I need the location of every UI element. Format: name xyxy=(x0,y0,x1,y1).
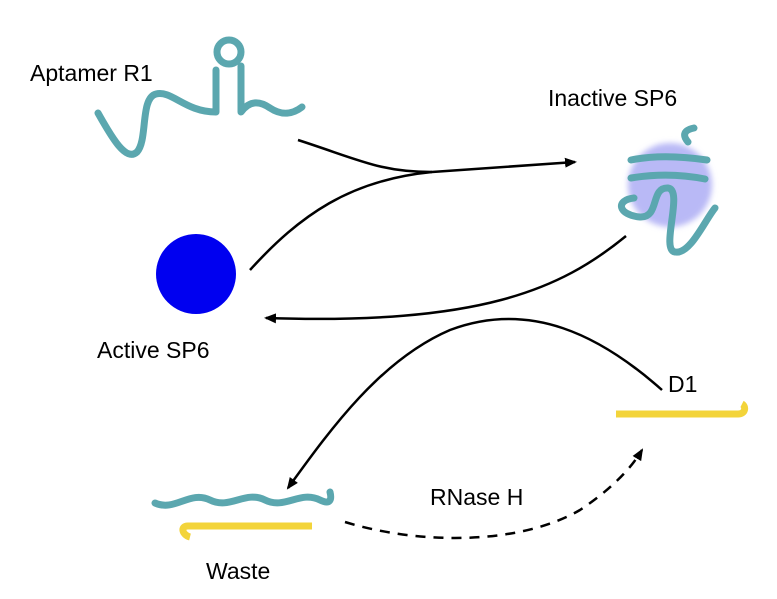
d1-strand xyxy=(616,400,749,418)
binding-arrow-sp6 xyxy=(249,157,577,271)
strand-displacement-arrow xyxy=(286,317,663,490)
label-d1: D1 xyxy=(668,371,697,397)
aptamer-r1-strand xyxy=(94,36,306,158)
active-sp6-circle xyxy=(156,234,236,314)
waste-duplex xyxy=(151,488,335,541)
label-inactive-sp6: Inactive SP6 xyxy=(548,85,677,111)
label-waste: Waste xyxy=(206,558,270,584)
label-rnase-h: RNase H xyxy=(430,484,523,510)
rnase-h-recycle-arrow xyxy=(344,448,644,540)
label-active-sp6: Active SP6 xyxy=(97,337,210,363)
release-arrow xyxy=(264,235,627,324)
label-aptamer-r1: Aptamer R1 xyxy=(30,60,153,86)
binding-arrow-aptamer xyxy=(297,138,433,174)
inactive-sp6-complex xyxy=(618,124,719,256)
